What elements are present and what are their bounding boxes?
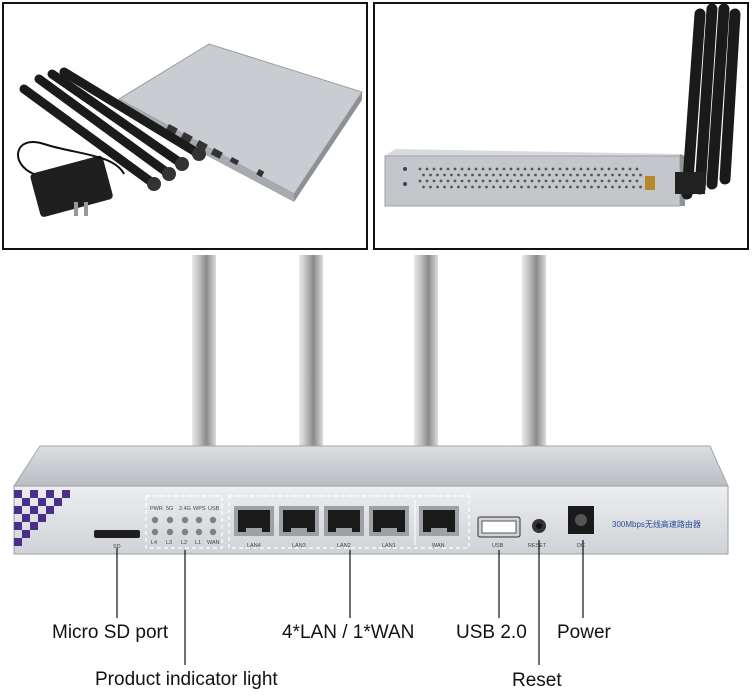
logo-pattern	[14, 490, 70, 546]
sd-label: SD	[113, 544, 121, 550]
lan2-label: LAN2	[337, 543, 351, 549]
callout-lines	[116, 540, 584, 665]
wan-label: WAN	[432, 543, 445, 549]
led-bottom-label-4: WAN	[207, 540, 220, 546]
led-top-label-1: 5G	[166, 506, 173, 512]
callout-lan-wan: 4*LAN / 1*WAN	[282, 622, 415, 643]
router-top-illustration	[17, 43, 363, 217]
led-top-label-4: USB	[208, 506, 220, 512]
lan4-label: LAN4	[247, 543, 261, 549]
callout-indicator-light: Product indicator light	[95, 669, 278, 690]
callout-power: Power	[557, 622, 611, 643]
brand-label: 300Mbps无线高速路由器	[612, 519, 701, 529]
lan1-label: LAN1	[382, 543, 396, 549]
photo-router-top-view	[2, 2, 368, 250]
led-bottom-label-3: L1	[195, 540, 201, 546]
led-top-label-3: WPS	[193, 506, 206, 512]
led-top-label-0: PWR	[150, 506, 163, 512]
led-bottom-label-1: L3	[166, 540, 172, 546]
reset-label: RESET	[528, 543, 547, 549]
callout-usb: USB 2.0	[456, 622, 527, 643]
callout-micro-sd: Micro SD port	[52, 622, 169, 643]
dc-label: DC	[577, 543, 585, 549]
callout-reset: Reset	[512, 670, 562, 691]
lan3-label: LAN3	[292, 543, 306, 549]
usb-label: USB	[492, 543, 504, 549]
router-side-illustration	[384, 4, 741, 207]
led-top-label-2: 2.4G	[179, 506, 191, 512]
photo-router-side-view	[373, 2, 749, 250]
led-bottom-label-0: L4	[151, 540, 157, 546]
antennas	[192, 255, 546, 450]
led-bottom-label-2: L2	[181, 540, 187, 546]
ethernet-ports	[234, 500, 459, 545]
